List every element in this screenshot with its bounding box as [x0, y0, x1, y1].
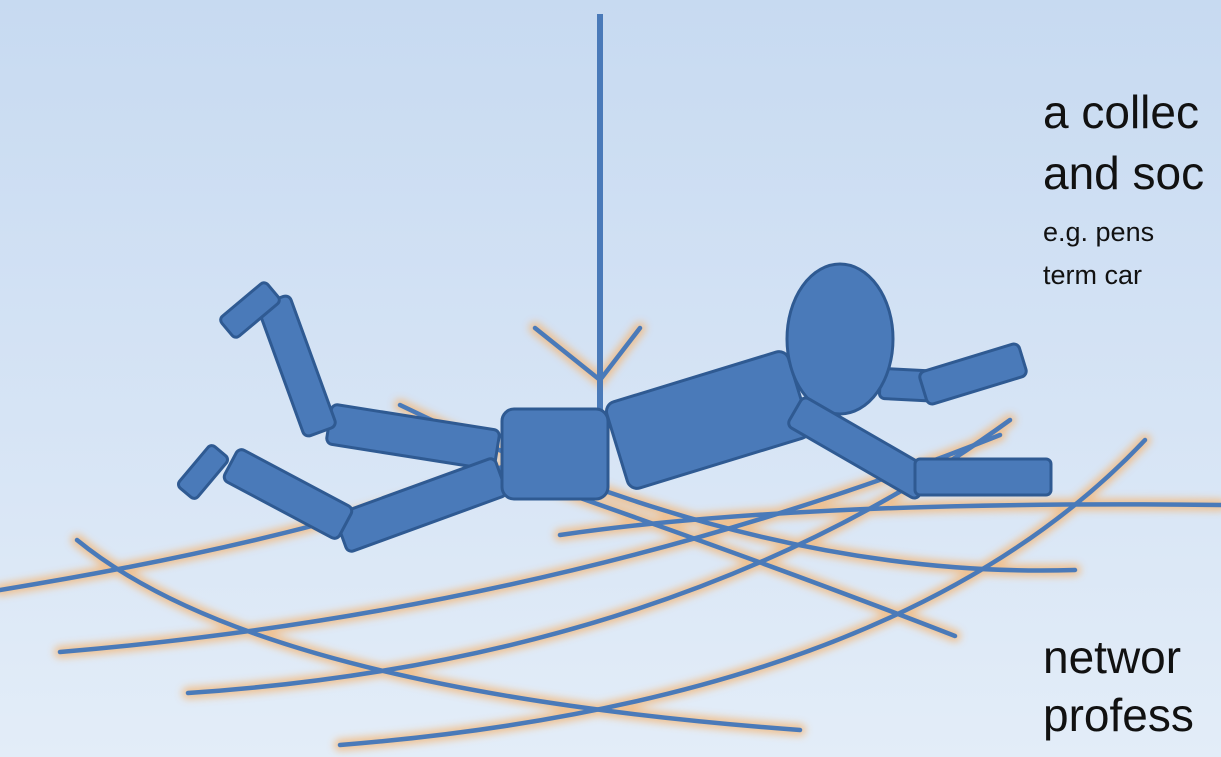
top-text-line-3: e.g. pens — [1043, 212, 1154, 252]
top-text-line-4: term car — [1043, 255, 1142, 295]
hip — [502, 409, 608, 499]
top-text-line-2: and soc — [1043, 143, 1204, 203]
safety-net-glow — [0, 328, 1221, 745]
bottom-text-line-2: profess — [1043, 685, 1194, 745]
head — [787, 264, 893, 414]
bottom-text-line-1: networ — [1043, 627, 1181, 687]
forearm-front — [915, 459, 1051, 495]
lower-thigh — [334, 457, 507, 553]
top-text-line-1: a collec — [1043, 82, 1199, 142]
forearm-back — [918, 343, 1027, 406]
torso — [604, 349, 812, 491]
upper-shin — [257, 294, 337, 437]
lower-foot — [176, 444, 229, 501]
